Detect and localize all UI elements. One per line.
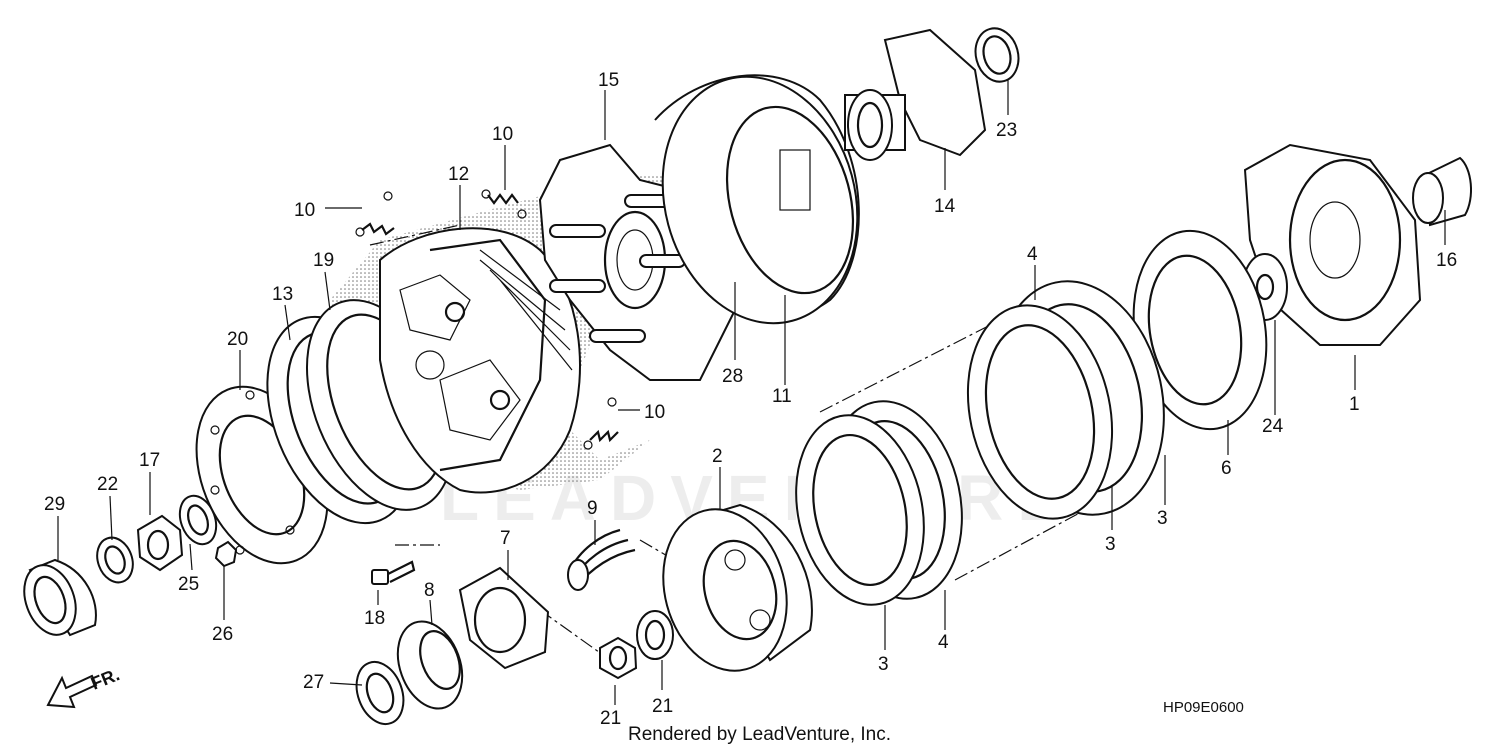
credit-text: Rendered by LeadVenture, Inc. — [628, 724, 891, 745]
part-plate-stack-lower — [795, 400, 963, 606]
callout-10-left: 10 — [294, 200, 315, 221]
callout-7: 7 — [500, 528, 511, 549]
part-7-plate — [458, 566, 550, 670]
part-16-bolt — [371, 560, 416, 585]
part-12-centrifugal-clutch — [379, 227, 581, 494]
callout-19: 19 — [313, 250, 334, 271]
part-9-spring — [567, 528, 636, 591]
callout-10-top: 10 — [492, 124, 513, 145]
callout-25: 25 — [178, 574, 199, 595]
front-arrow-icon — [46, 674, 98, 709]
callout-24: 24 — [1262, 416, 1284, 437]
callout-20: 20 — [227, 329, 248, 350]
callouts: 15 10 10 12 19 13 20 17 22 29 25 26 10 2… — [44, 70, 1457, 729]
part-23-washer — [974, 27, 1020, 83]
leader-lines — [57, 80, 1446, 705]
callout-22: 22 — [97, 474, 118, 495]
part-10-spring-top — [481, 189, 527, 219]
callout-11: 11 — [772, 386, 792, 407]
part-plate-stack-upper — [966, 280, 1165, 520]
callout-27: 27 — [303, 672, 324, 693]
callout-13: 13 — [272, 284, 293, 305]
part-2-pressure-plate — [662, 503, 813, 672]
callout-4-top: 4 — [1027, 244, 1038, 265]
callout-17: 17 — [139, 450, 160, 471]
part-28-bearing — [23, 558, 97, 637]
callout-12: 12 — [448, 164, 469, 185]
callout-26: 26 — [212, 624, 233, 645]
callout-15: 16 — [1436, 250, 1457, 271]
callout-10-bottom: 10 — [644, 402, 665, 423]
callout-3-right: 3 — [1157, 508, 1168, 529]
part-22-washer — [96, 536, 134, 584]
callout-9: 9 — [587, 498, 598, 519]
callout-28: 29 — [44, 494, 65, 515]
part-10-spring-bottom — [583, 397, 619, 450]
callout-18: 21 — [600, 708, 621, 729]
callout-3-mid: 3 — [1105, 534, 1116, 555]
part-27-bearing — [355, 661, 405, 725]
part-14-gear — [844, 28, 987, 161]
part-1-clutch-outer — [1243, 143, 1422, 346]
callout-3-bottom: 3 — [878, 654, 889, 675]
part-8-seal — [396, 620, 464, 710]
callout-29: 28 — [722, 366, 743, 387]
part-17-nut — [136, 514, 184, 572]
part-11-outer-drum — [654, 74, 860, 325]
part-21-washer — [636, 610, 674, 660]
callout-6: 6 — [1221, 458, 1232, 479]
callout-8: 8 — [424, 580, 435, 601]
diagram-code: HP09E0600 — [1163, 699, 1244, 716]
callout-2: 2 — [712, 446, 723, 467]
callout-1: 1 — [1349, 394, 1360, 415]
callout-14: 14 — [934, 196, 956, 217]
part-18-nut — [599, 636, 638, 680]
callout-16: 18 — [364, 608, 385, 629]
part-10-spring-top-left — [355, 191, 395, 237]
callout-4-bottom: 4 — [938, 632, 949, 653]
callout-21: 21 — [652, 696, 673, 717]
part-15-collar — [1412, 156, 1472, 227]
front-direction-indicator: FR. — [46, 664, 122, 709]
part-26-nut — [214, 540, 238, 568]
callout-23: 23 — [996, 120, 1017, 141]
callout-5: 15 — [598, 70, 619, 91]
front-label: FR. — [88, 664, 122, 693]
